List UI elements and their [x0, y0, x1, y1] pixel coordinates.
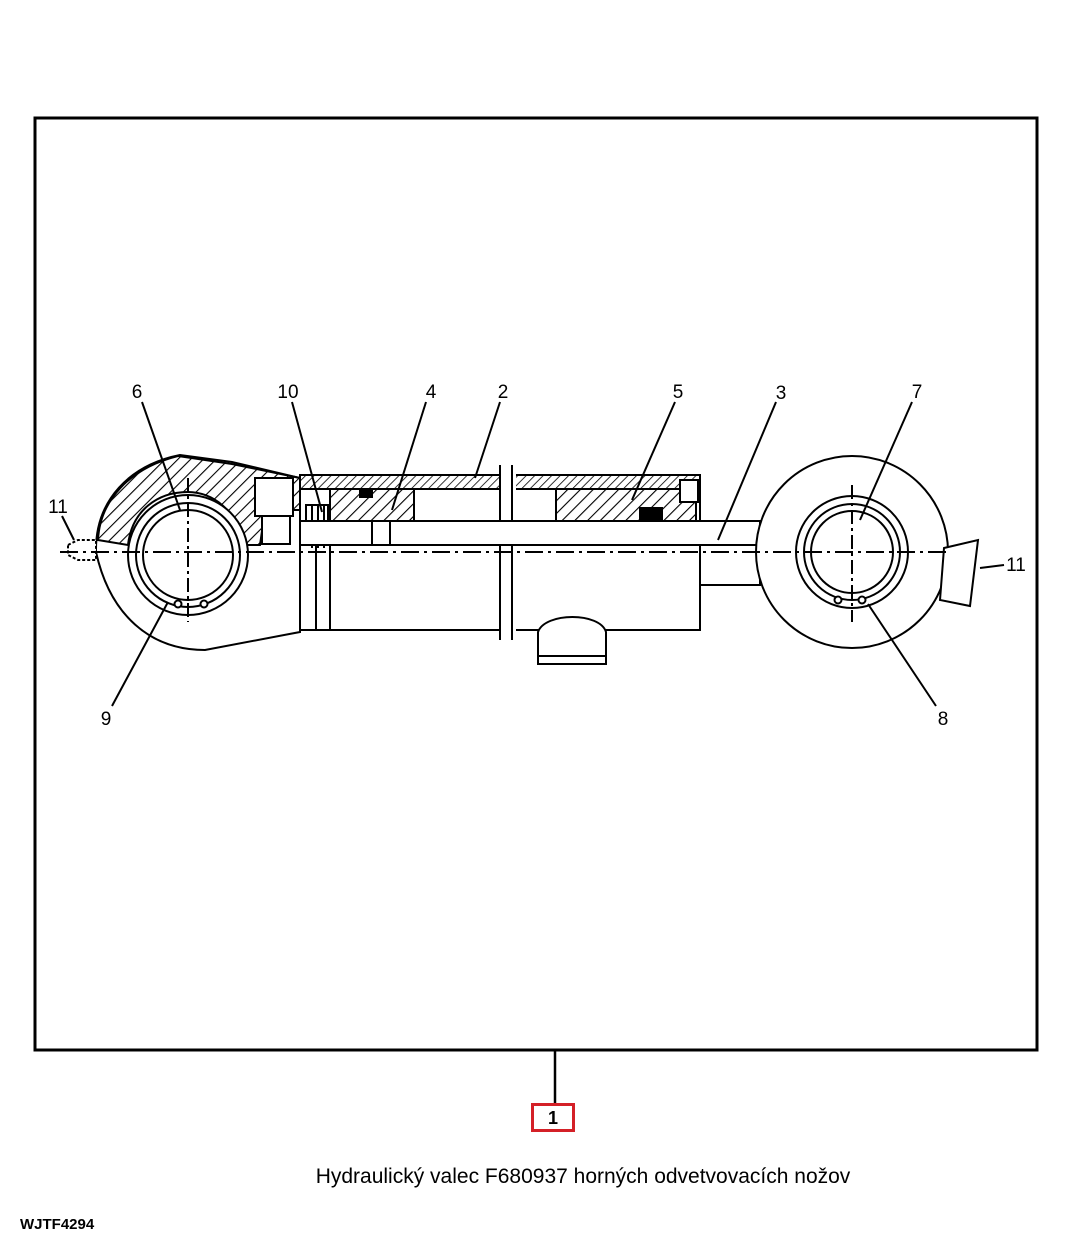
callout-3: 3 — [776, 383, 787, 404]
port-block — [254, 477, 294, 517]
leader-lines — [61, 401, 1005, 707]
callout-4: 4 — [426, 382, 437, 403]
cylinder-drawing — [60, 453, 980, 665]
callout-9: 9 — [101, 709, 112, 730]
figure-id: WJTF4294 — [20, 1216, 95, 1233]
callout-7: 7 — [912, 382, 923, 403]
callout-8: 8 — [938, 709, 949, 730]
piston-rod — [299, 520, 761, 546]
diagram-caption: Hydraulický valec F680937 horných odvetv… — [315, 1165, 851, 1188]
callout-5: 5 — [673, 382, 684, 403]
callout-2: 2 — [498, 382, 509, 403]
assembly-number-box[interactable]: 1 — [531, 1103, 575, 1132]
diagram-frame — [33, 116, 1039, 1052]
callout-6: 6 — [132, 382, 143, 403]
barrel-port — [537, 616, 607, 665]
callout-10: 10 — [277, 382, 298, 403]
piston — [555, 488, 697, 522]
callout-11-right: 11 — [1006, 555, 1026, 576]
grease-fitting-right — [938, 538, 980, 608]
grease-fitting-left — [67, 539, 97, 561]
callout-11-left: 11 — [48, 497, 68, 518]
